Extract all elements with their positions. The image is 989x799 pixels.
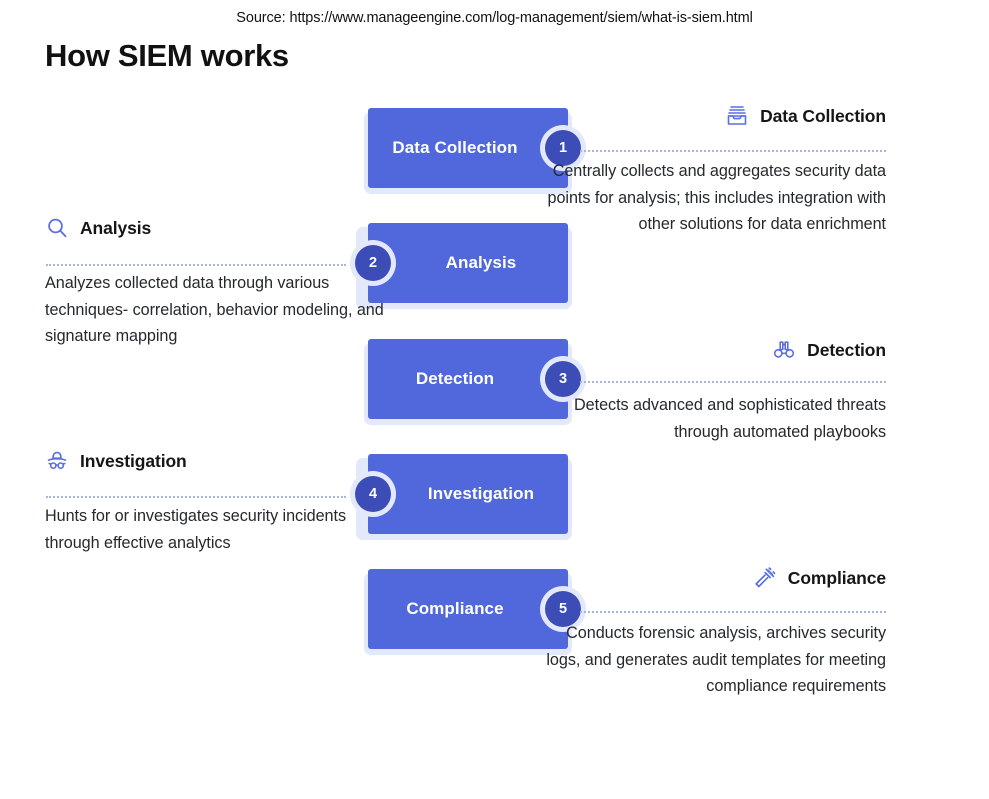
detail-heading: Analysis (80, 217, 152, 238)
step-label: Analysis (445, 253, 517, 272)
detail-description: Detects advanced and sophisticated threa… (574, 396, 886, 441)
detail-heading-row: Investigation (45, 449, 385, 473)
detail-heading: Investigation (80, 450, 187, 471)
detail-description: Hunts for or investigates security incid… (45, 507, 346, 552)
detail-card-investigation: Investigation Hunts for or investigates … (45, 449, 385, 556)
flow-step-investigation[interactable]: Investigation 4 (355, 454, 572, 540)
detail-heading-row: Detection (546, 338, 886, 362)
connector-line-5 (580, 611, 886, 613)
detail-heading-row: Analysis (45, 216, 385, 240)
connector-line-4 (46, 496, 346, 498)
detail-card-detection: Detection Detects advanced and sophistic… (546, 338, 886, 445)
step-panel: Data Collection (368, 108, 568, 188)
detail-card-data-collection: Data Collection Centrally collects and a… (546, 104, 887, 238)
step-panel: Compliance (368, 569, 568, 649)
step-label: Investigation (427, 484, 535, 503)
step-number-badge: 4 (355, 476, 391, 512)
inbox-tray-icon (725, 104, 749, 128)
detail-heading-row: Data Collection (546, 104, 886, 128)
detail-heading: Data Collection (760, 105, 886, 126)
detail-description: Analyzes collected data through various … (45, 274, 384, 345)
connector-line-3 (580, 381, 886, 383)
flow-step-detection[interactable]: Detection 3 (364, 339, 581, 425)
source-url-caption: Source: https://www.manageengine.com/log… (236, 10, 753, 26)
page-title: How SIEM works (45, 38, 289, 73)
step-number-badge: 3 (545, 361, 581, 397)
detail-description: Conducts forensic analysis, archives sec… (546, 624, 886, 695)
step-label: Data Collection (392, 138, 518, 157)
gavel-icon (753, 566, 777, 590)
step-number-badge: 2 (355, 245, 391, 281)
step-panel: Analysis (368, 223, 568, 303)
detail-card-compliance: Compliance Conducts forensic analysis, a… (546, 566, 886, 700)
flow-step-compliance[interactable]: Compliance 5 (364, 569, 581, 655)
step-number-badge: 5 (545, 591, 581, 627)
flow-step-data-collection[interactable]: Data Collection 1 (364, 108, 581, 194)
step-label: Detection (415, 369, 495, 388)
connector-line-1 (580, 150, 886, 152)
step-number-badge: 1 (545, 130, 581, 166)
flow-step-analysis[interactable]: Analysis 2 (355, 223, 572, 309)
magnifier-icon (45, 216, 69, 240)
step-panel: Investigation (368, 454, 568, 534)
detail-heading: Compliance (787, 567, 886, 588)
detail-description: Centrally collects and aggregates securi… (547, 162, 887, 233)
detail-heading: Detection (807, 339, 886, 360)
step-panel: Detection (368, 339, 568, 419)
binoculars-icon (772, 338, 796, 362)
step-label: Compliance (406, 599, 504, 618)
connector-line-2 (46, 264, 346, 266)
detective-hat-icon (45, 449, 69, 473)
detail-heading-row: Compliance (546, 566, 886, 590)
detail-card-analysis: Analysis Analyzes collected data through… (45, 216, 385, 350)
